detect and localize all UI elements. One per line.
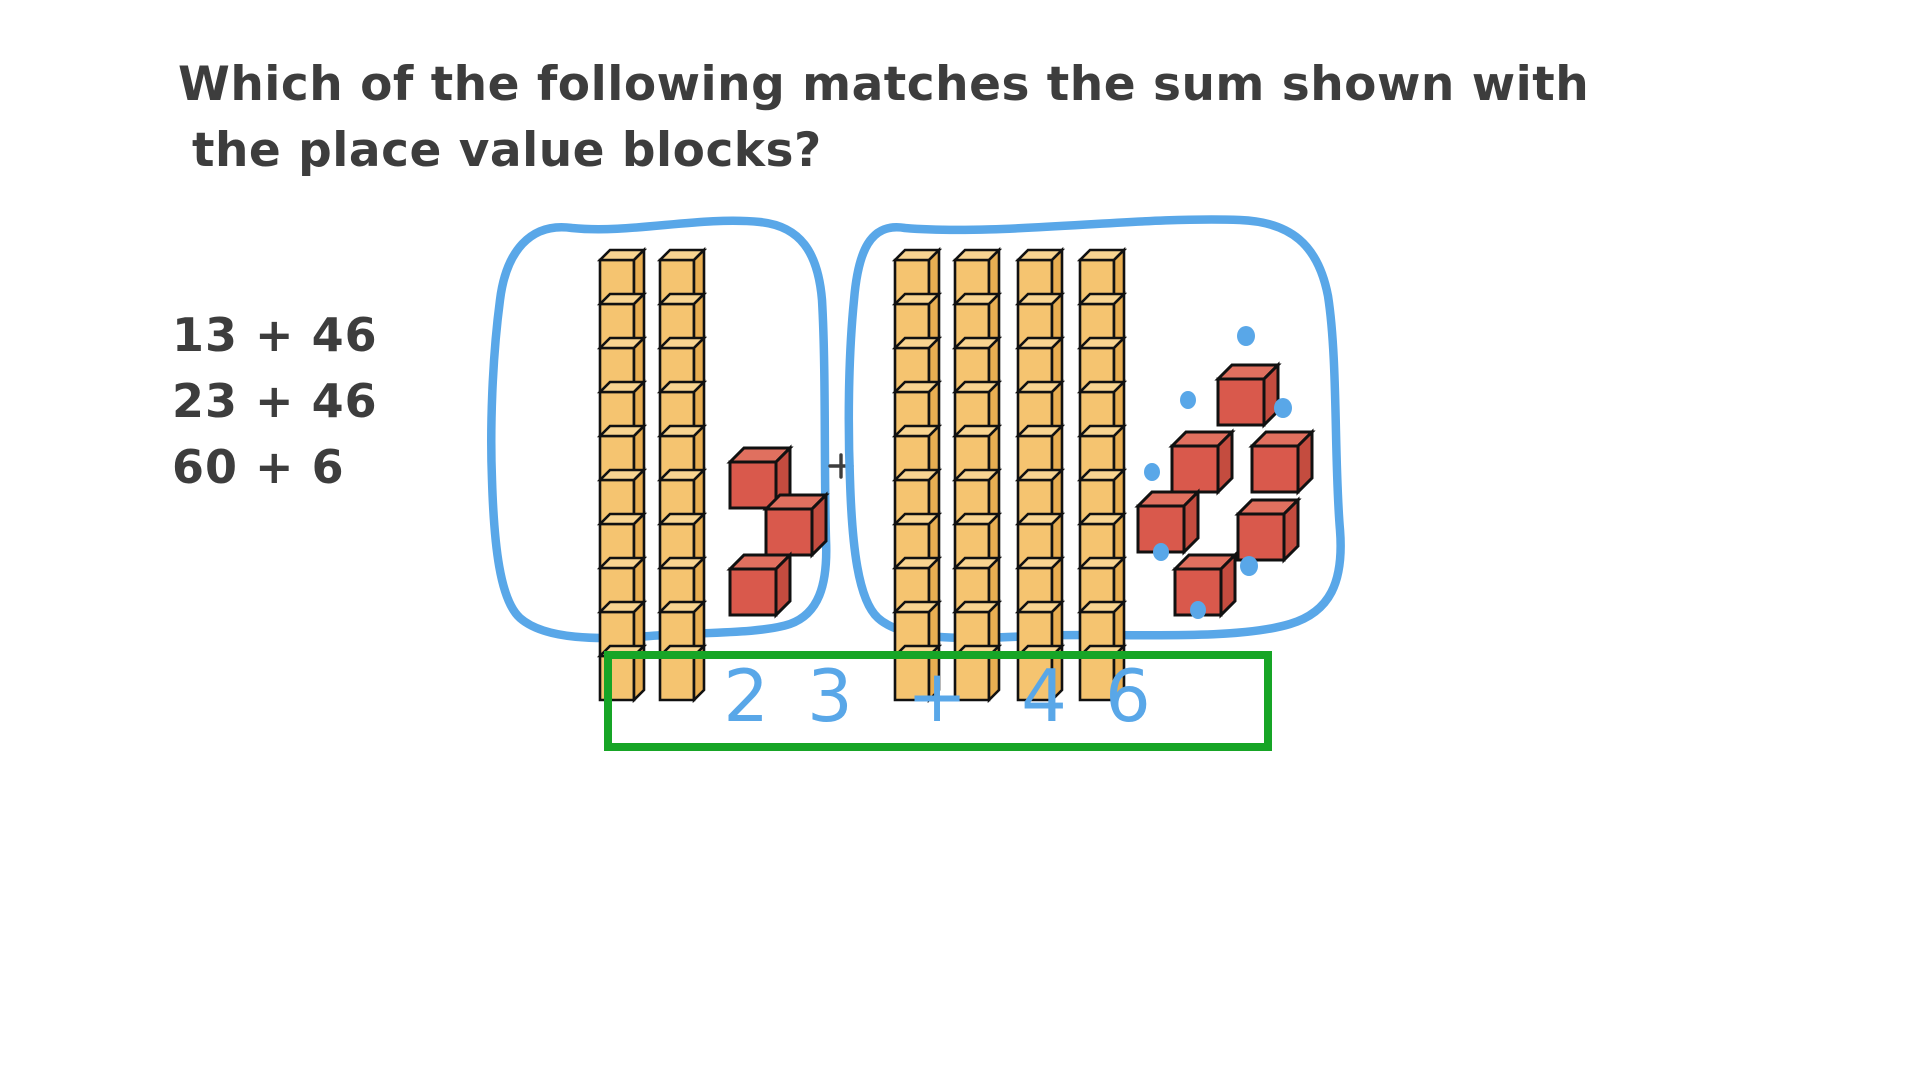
right-tens-rod-4 — [1078, 248, 1126, 702]
question-line-2: the place value blocks? — [192, 123, 822, 178]
right-tens-rod-2 — [953, 248, 1001, 702]
left-tens-rod-1 — [598, 248, 646, 702]
page-title: Which of the following matches the sum s… — [178, 52, 1818, 184]
counting-dots — [1144, 326, 1292, 619]
left-group-loop — [487, 216, 831, 643]
right-group-loop — [844, 215, 1345, 643]
right-ones-cube-6 — [1173, 553, 1237, 617]
right-ones-cube-4 — [1136, 490, 1200, 554]
question-line-1: Which of the following matches the sum s… — [178, 57, 1590, 112]
right-ones-cube-5 — [1236, 498, 1300, 562]
answer-digit2-tens: 4 — [1021, 654, 1069, 738]
right-ones-cube-2 — [1170, 430, 1234, 494]
answer-option-2[interactable]: 23 + 46 — [172, 374, 378, 428]
right-tens-rod-1 — [893, 248, 941, 702]
answer-options-list: 13 + 46 23 + 46 60 + 6 — [172, 302, 378, 500]
right-ones-cube-3 — [1250, 430, 1314, 494]
answer-equation: 2 3 + 4 6 — [604, 640, 1272, 752]
answer-highlight-box — [604, 651, 1272, 751]
answer-digit-tens: 2 — [723, 654, 772, 738]
left-ones-cube-3 — [728, 553, 792, 617]
answer-option-3[interactable]: 60 + 6 — [172, 440, 345, 494]
plus-operator — [828, 453, 854, 479]
answer-option-1[interactable]: 13 + 46 — [172, 308, 378, 362]
left-tens-rod-2 — [658, 248, 706, 702]
left-ones-cube-1 — [728, 446, 792, 510]
answer-digit-ones: 3 — [807, 654, 855, 738]
left-ones-cube-2 — [764, 493, 828, 557]
answer-operator: + — [906, 654, 970, 738]
answer-digit2-ones: 6 — [1104, 654, 1153, 738]
right-ones-cube-1 — [1216, 363, 1280, 427]
right-tens-rod-3 — [1016, 248, 1064, 702]
